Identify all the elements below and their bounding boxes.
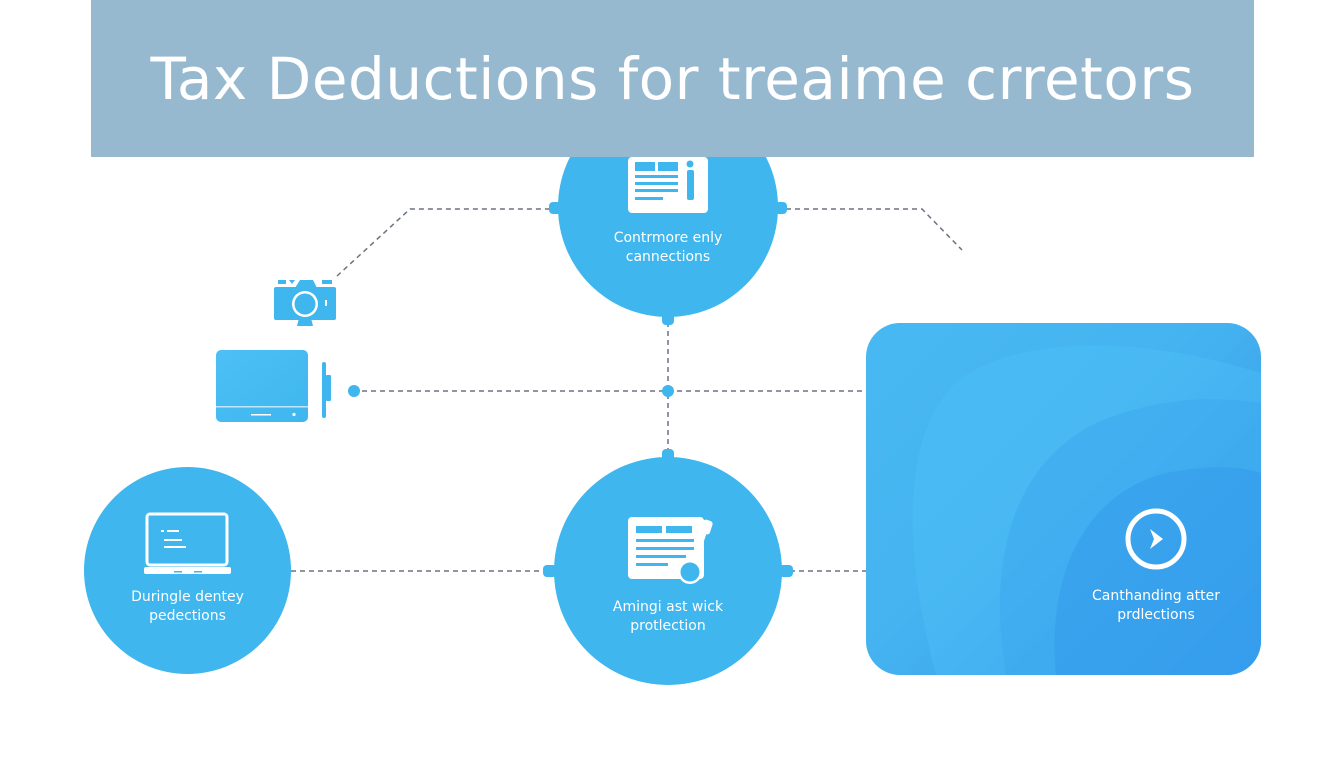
connector-camera-top bbox=[336, 208, 551, 277]
play-circle-icon[interactable] bbox=[1125, 508, 1187, 570]
highlight-card[interactable]: Canthanding atter prdlections bbox=[866, 323, 1261, 675]
node-bottom-left-label: Duringle dentey pedections bbox=[131, 589, 244, 624]
document-pen-icon bbox=[628, 517, 713, 584]
laptop-icon bbox=[144, 512, 231, 574]
page-title-overlay: Tax Deductions for treaime crretors bbox=[150, 44, 1195, 113]
node-bottom-left[interactable]: Duringle dentey pedections bbox=[84, 467, 291, 674]
node-bottom-center[interactable]: Amingi ast wick protlection bbox=[543, 449, 793, 685]
tablet-icon bbox=[216, 350, 331, 422]
node-bottom-center-label: Amingi ast wick protlection bbox=[612, 599, 724, 634]
junction-dot-left bbox=[348, 385, 360, 397]
node-top-label: Contrmore enly cannections bbox=[613, 230, 723, 265]
document-info-icon bbox=[628, 157, 708, 213]
camera-icon bbox=[274, 280, 336, 326]
junction-dot bbox=[662, 385, 674, 397]
header-banner-overlay: Tax Deductions for treaime crretors bbox=[91, 0, 1254, 157]
card-label: Canthanding atter prdlections bbox=[1092, 588, 1220, 623]
connector-top-right bbox=[786, 208, 963, 251]
